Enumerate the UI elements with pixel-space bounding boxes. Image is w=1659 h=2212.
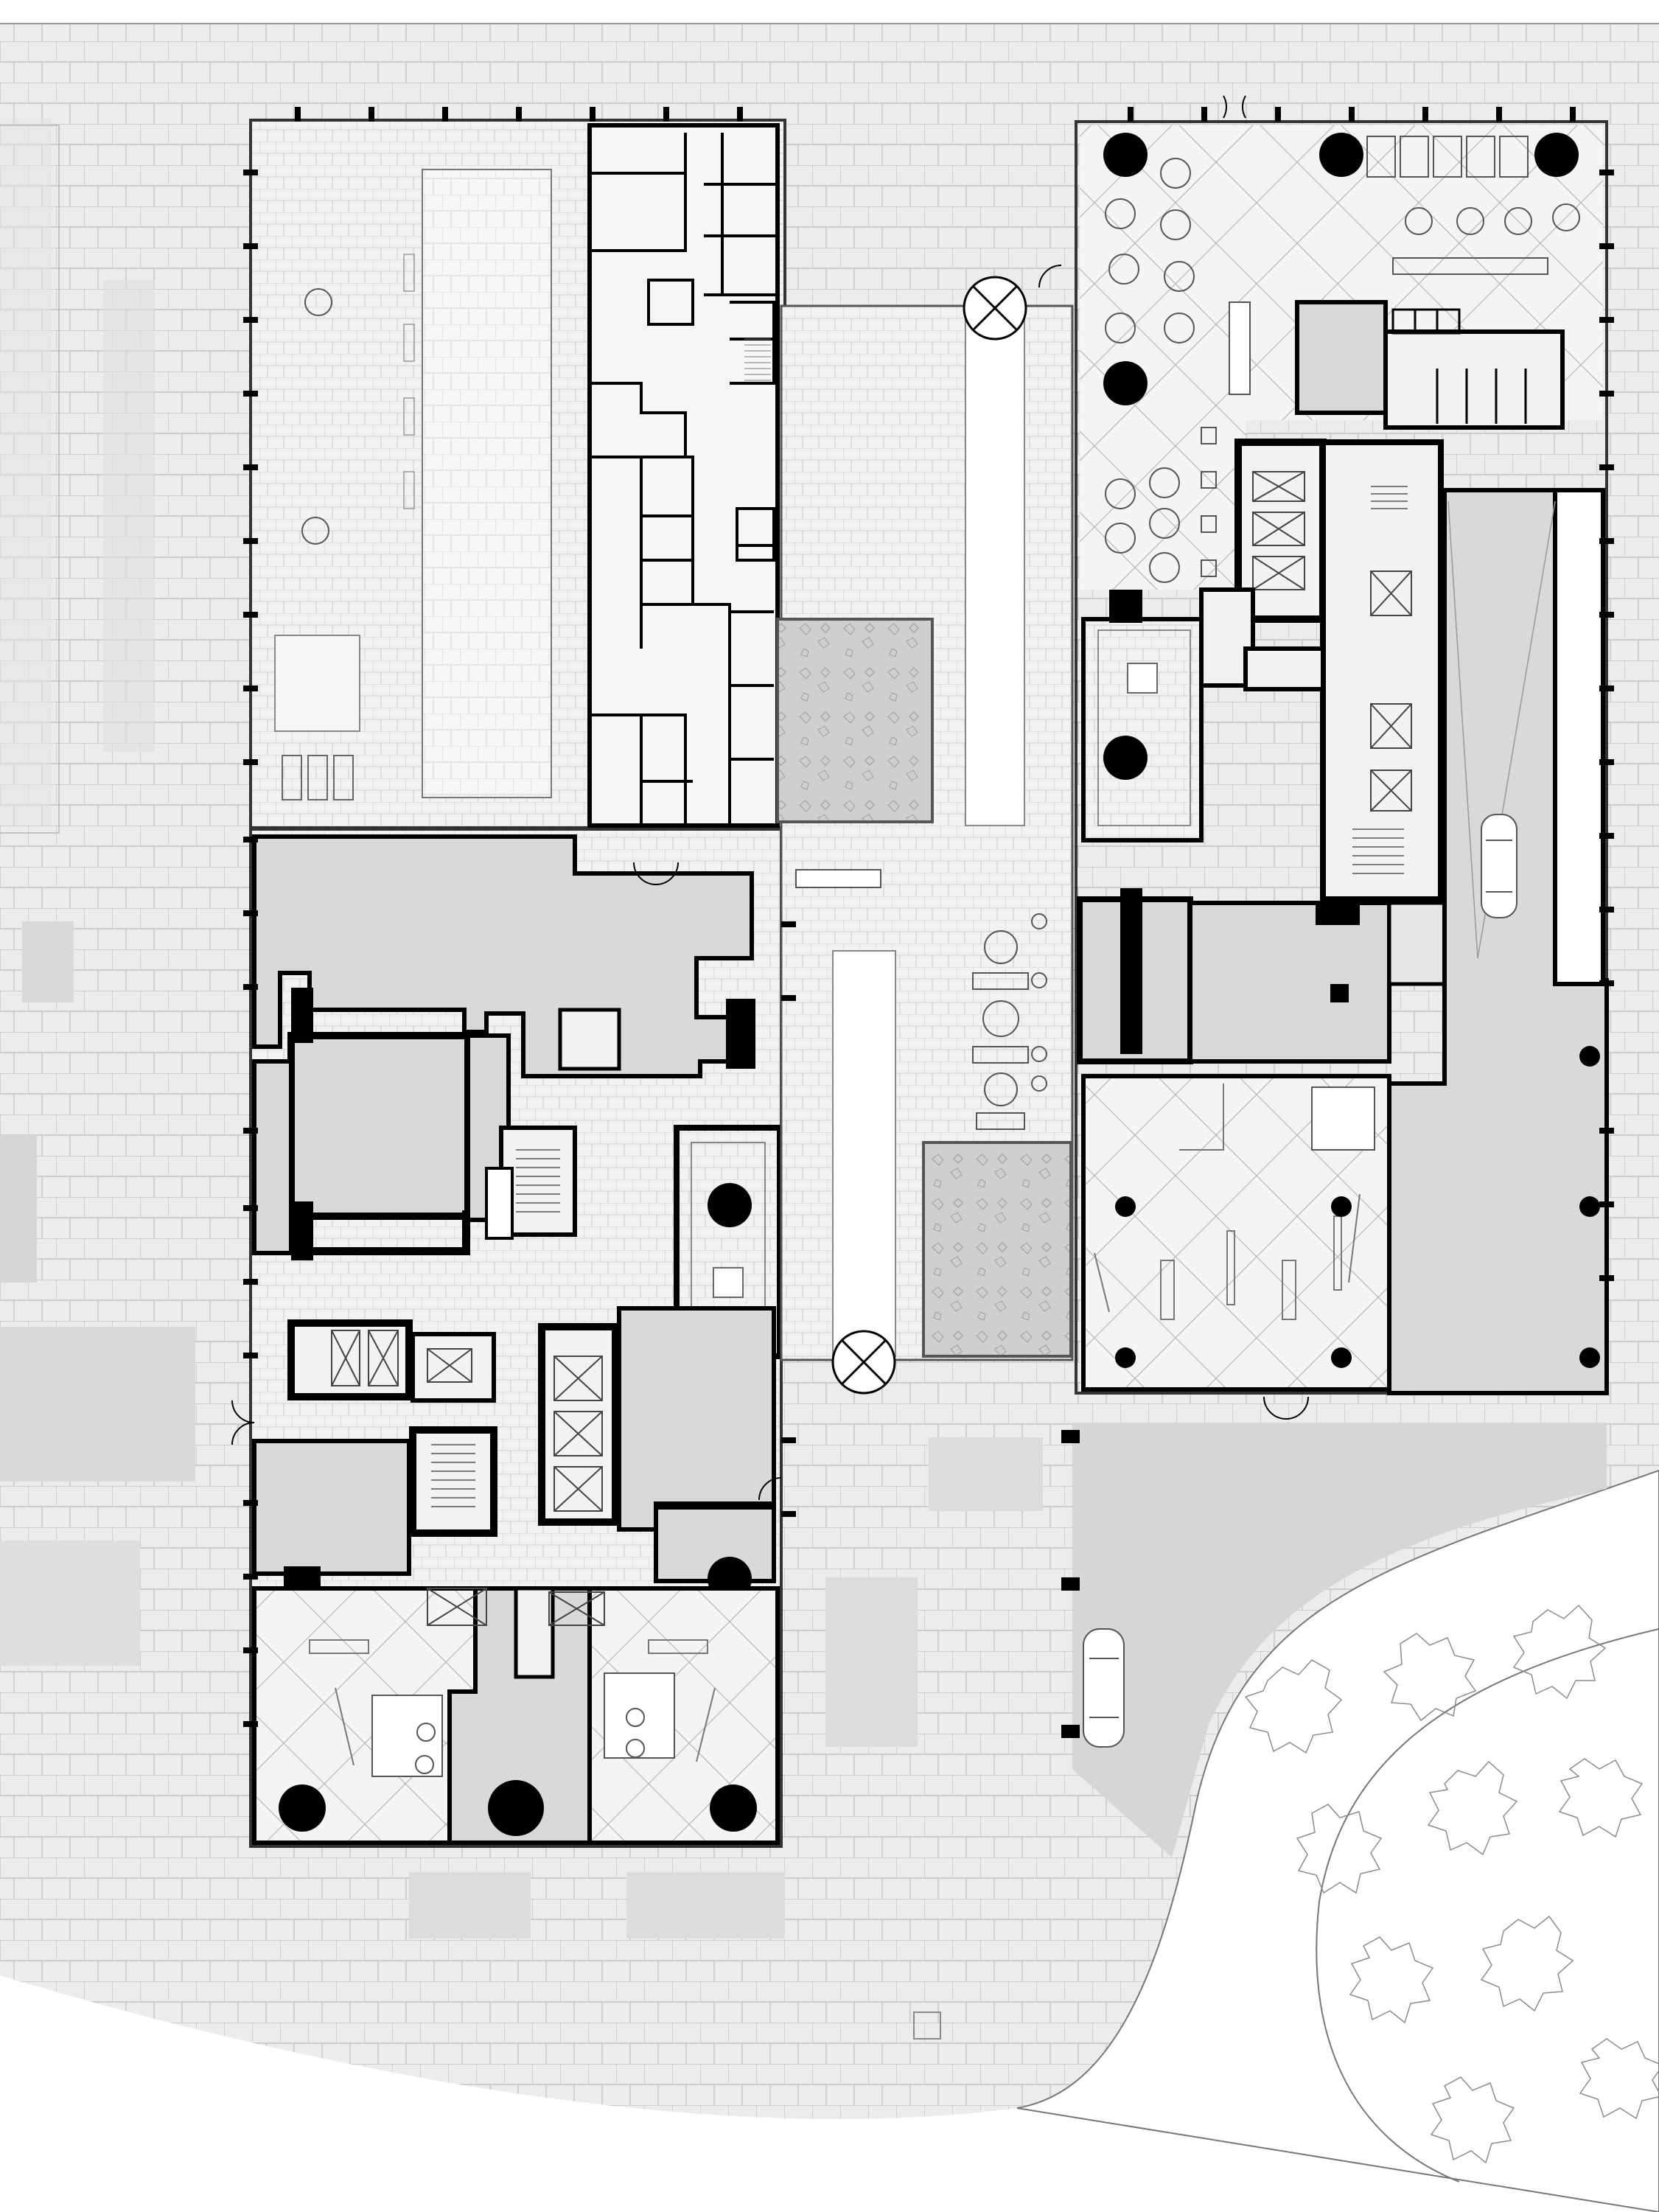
column-icon — [1534, 133, 1579, 177]
facade-mullions — [243, 107, 1614, 1738]
stair-icon — [1352, 486, 1408, 874]
column-icon — [1103, 133, 1148, 177]
atrium — [776, 276, 1074, 1395]
bed-icon — [604, 1672, 675, 1759]
pool-wing — [249, 119, 786, 829]
sunbed-icon — [282, 755, 354, 800]
column-icon — [708, 1183, 752, 1227]
table-icon — [1105, 158, 1580, 583]
plant-room-4 — [1188, 901, 1391, 1064]
table-icon — [1311, 1086, 1375, 1151]
reflecting-pool-south — [832, 950, 896, 1357]
stair-icon — [744, 338, 771, 381]
tree-icon — [1244, 1604, 1659, 2164]
reflecting-pool-north — [965, 316, 1025, 826]
showroom-furniture — [1094, 1084, 1361, 1320]
stair-icon — [431, 1444, 475, 1507]
suites — [252, 1586, 780, 1845]
elevator-icon — [427, 1348, 472, 1383]
toilet-cubicles — [1391, 308, 1527, 424]
car-icon — [1083, 814, 1517, 1748]
revolving-door-icon[interactable] — [831, 276, 1027, 1395]
kitchen — [1295, 300, 1388, 415]
column-icon — [1319, 133, 1363, 177]
plant-room-2 — [252, 1059, 470, 1255]
loading-bay — [252, 1439, 411, 1576]
transformer-room — [1387, 901, 1447, 986]
dining-room — [1080, 413, 1246, 590]
bed-icon — [371, 1695, 443, 1777]
courtyard-south — [922, 1141, 1072, 1358]
landscape-lawn — [1016, 1469, 1659, 2212]
table-icon — [1127, 663, 1158, 694]
column-icon — [1115, 1046, 1600, 1368]
service-yard — [617, 1306, 776, 1532]
restaurant-wing — [1075, 120, 1609, 1395]
pool-deck-benches — [403, 254, 415, 509]
table-icon — [713, 1267, 744, 1298]
reception-desk — [795, 869, 881, 888]
office — [558, 1008, 621, 1071]
column-icon — [1103, 736, 1148, 780]
elevator-icon — [427, 1588, 605, 1626]
suite-furniture — [309, 1639, 716, 1766]
private-dining — [1081, 617, 1204, 842]
stair-core-b — [409, 1426, 497, 1537]
column-icon — [710, 1784, 757, 1832]
column-icon — [1103, 361, 1148, 405]
lounge-chair-icon — [301, 288, 332, 545]
column-icon — [488, 1780, 544, 1836]
swimming-pool — [422, 169, 552, 798]
plant-room-1 — [287, 1032, 472, 1220]
elevator-icon — [553, 1356, 603, 1512]
west-garden — [0, 118, 1043, 2040]
lounge-chair-icon — [415, 1708, 645, 1774]
driveway-curve — [1316, 1628, 1659, 2183]
chair-icon — [1201, 136, 1529, 577]
elevator-icon — [1252, 471, 1305, 590]
courtyard-north — [776, 618, 934, 823]
stair-core-c — [1320, 439, 1444, 902]
driveway-ramp — [1072, 1423, 1607, 1857]
lift-core-a — [287, 1319, 413, 1400]
changing-rooms — [590, 133, 778, 826]
toilets — [1383, 329, 1565, 430]
column-icon — [279, 1784, 326, 1832]
elevator-icon — [1370, 571, 1412, 812]
service-corridor — [252, 834, 754, 1078]
bar-counter — [1229, 301, 1251, 395]
elevator-icon — [331, 1330, 399, 1386]
stair-icon — [516, 1149, 560, 1213]
jacuzzi — [274, 635, 360, 732]
lounge-seating — [972, 913, 1047, 1130]
door-swings — [231, 95, 1309, 1501]
